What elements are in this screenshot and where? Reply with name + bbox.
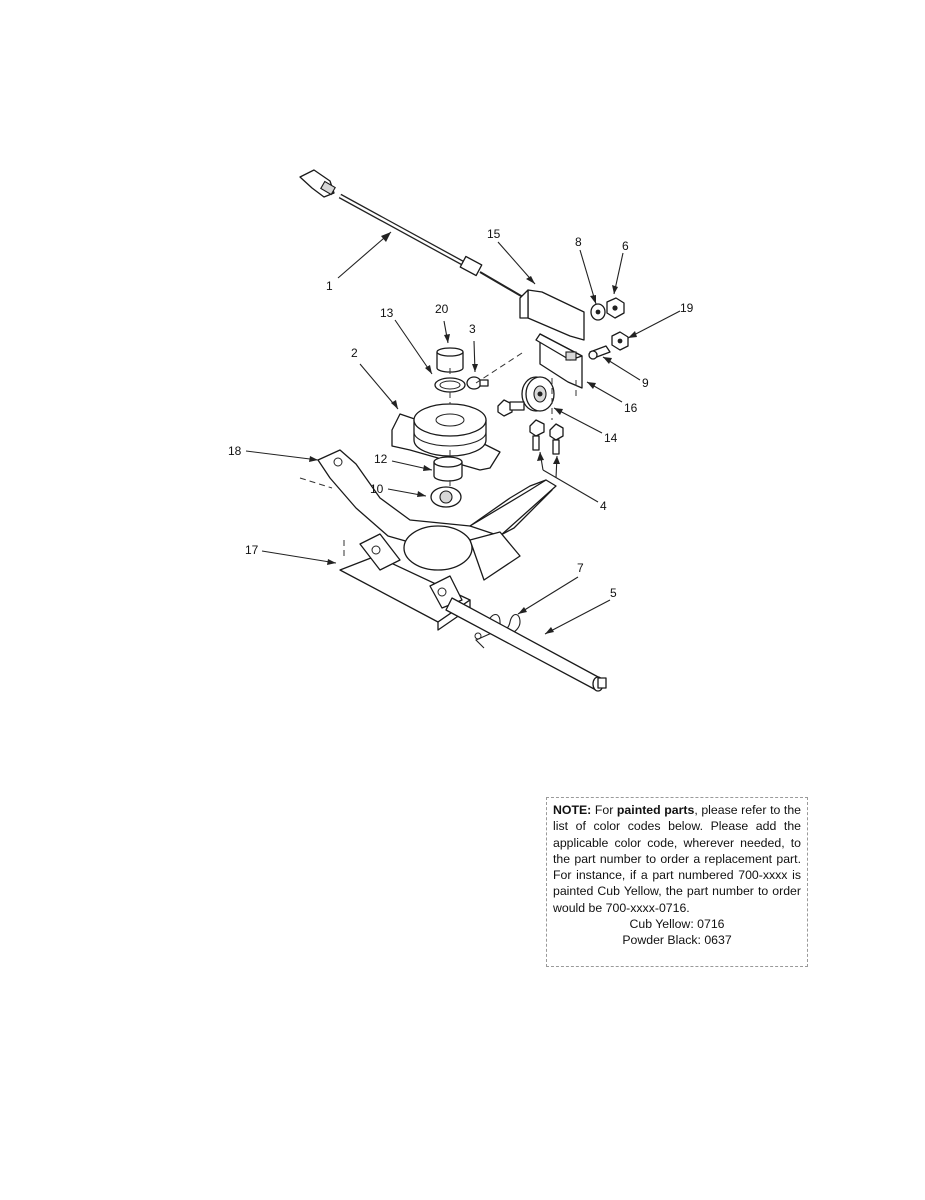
- nut-6: [606, 297, 625, 319]
- callout-5: 5: [610, 586, 617, 600]
- callout-6: 6: [622, 239, 629, 253]
- callout-18: 18: [228, 444, 242, 458]
- callout-1: 1: [326, 279, 333, 293]
- callout-16: 16: [624, 401, 638, 415]
- note-text: NOTE: For painted parts, please refer to…: [553, 802, 801, 916]
- callout-14: 14: [604, 431, 618, 445]
- bolts-4: [529, 419, 564, 455]
- shoulder-bolt: [497, 399, 525, 417]
- note-text-b: , please refer to the list of color code…: [553, 803, 802, 915]
- color-code-cub-yellow: Cub Yellow: 0716: [629, 917, 725, 932]
- callout-10: 10: [370, 482, 384, 496]
- callout-17: 17: [245, 543, 259, 557]
- drive-pulley-2: [391, 403, 501, 471]
- bracket-15: [519, 289, 585, 341]
- callout-19: 19: [680, 301, 694, 315]
- spring-7: [474, 613, 521, 649]
- spacer-10: [430, 486, 462, 508]
- idler-pulley-14: [521, 376, 555, 412]
- idler-arm-18: [317, 449, 557, 549]
- callout-13: 13: [380, 306, 394, 320]
- note-bold-phrase: painted parts: [616, 803, 695, 817]
- callout-15: 15: [487, 227, 501, 241]
- bracket-16: [535, 333, 583, 389]
- base-plate-17: [339, 525, 521, 631]
- callout-7: 7: [577, 561, 584, 575]
- callout-20: 20: [435, 302, 449, 316]
- note-label: NOTE:: [553, 803, 592, 817]
- color-code-powder-black: Powder Black: 0637: [622, 933, 732, 948]
- leader-lines: [245, 231, 681, 635]
- note-text-a: For: [591, 803, 617, 817]
- nut-19: [611, 331, 629, 351]
- callout-12: 12: [374, 452, 388, 466]
- pin-3: [466, 376, 489, 390]
- shaft-5: [445, 597, 607, 692]
- callout-4: 4: [600, 499, 607, 513]
- callout-9: 9: [642, 376, 649, 390]
- bolt-9: [588, 345, 611, 360]
- washer-13: [434, 377, 466, 393]
- callout-8: 8: [575, 235, 582, 249]
- callout-2: 2: [351, 346, 358, 360]
- painted-parts-note: NOTE: For painted parts, please refer to…: [546, 797, 808, 967]
- bushing-12: [433, 456, 463, 482]
- washer-8: [590, 303, 606, 321]
- callout-3: 3: [469, 322, 476, 336]
- control-cable: [299, 169, 529, 301]
